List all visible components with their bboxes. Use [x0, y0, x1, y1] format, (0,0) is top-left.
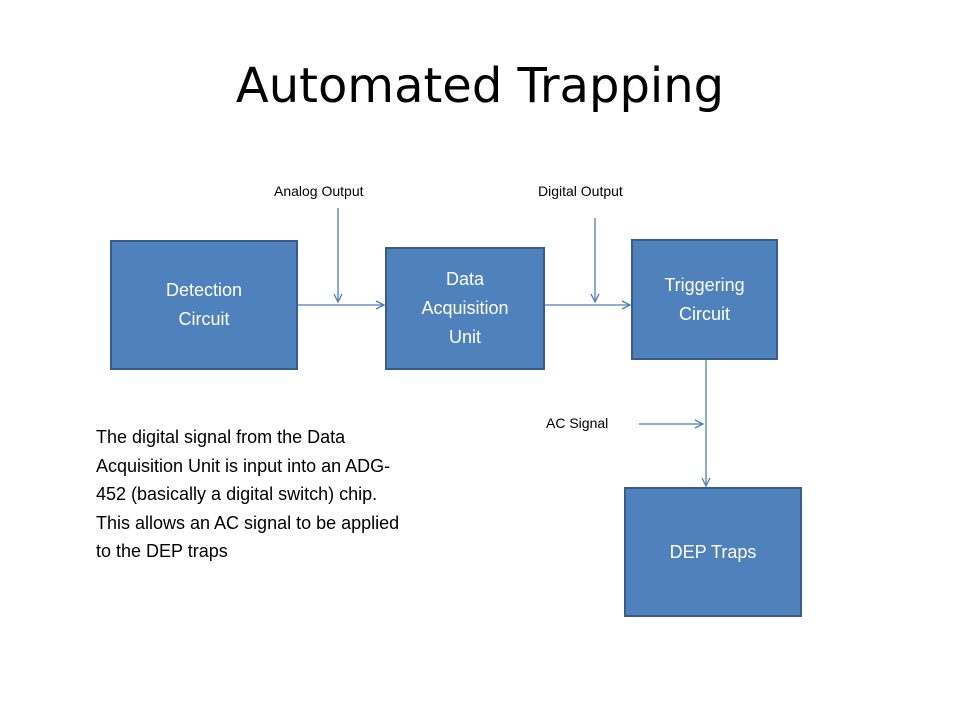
- slide-title: Automated Trapping: [235, 58, 725, 114]
- description-line: 452 (basically a digital switch) chip.: [96, 484, 378, 504]
- dep-traps-label: DEP Traps: [669, 541, 757, 562]
- triggering-circuit-label: Triggering Circuit: [664, 274, 745, 324]
- description-line: Acquisition Unit is input into an ADG-: [96, 455, 391, 476]
- detection-circuit-label: Detection Circuit: [165, 280, 243, 329]
- ac-signal-label: AC Signal: [546, 415, 609, 431]
- digital-output-label: Digital Output: [538, 183, 623, 199]
- description-line: to the DEP traps: [96, 541, 228, 561]
- description-text: The digital signal from the Data Acquisi…: [96, 423, 516, 566]
- detection-circuit-block: Detection Circuit: [110, 240, 298, 370]
- data-acquisition-unit-block: Data Acquisition Unit: [385, 247, 545, 370]
- data-acquisition-unit-label: Data Acquisition Unit: [421, 269, 509, 347]
- analog-output-label: Analog Output: [274, 183, 364, 199]
- description-line: The digital signal from the Data: [96, 427, 346, 447]
- description-line: This allows an AC signal to be applied: [96, 512, 400, 533]
- triggering-circuit-block: Triggering Circuit: [631, 239, 778, 360]
- dep-traps-block: DEP Traps: [624, 487, 802, 617]
